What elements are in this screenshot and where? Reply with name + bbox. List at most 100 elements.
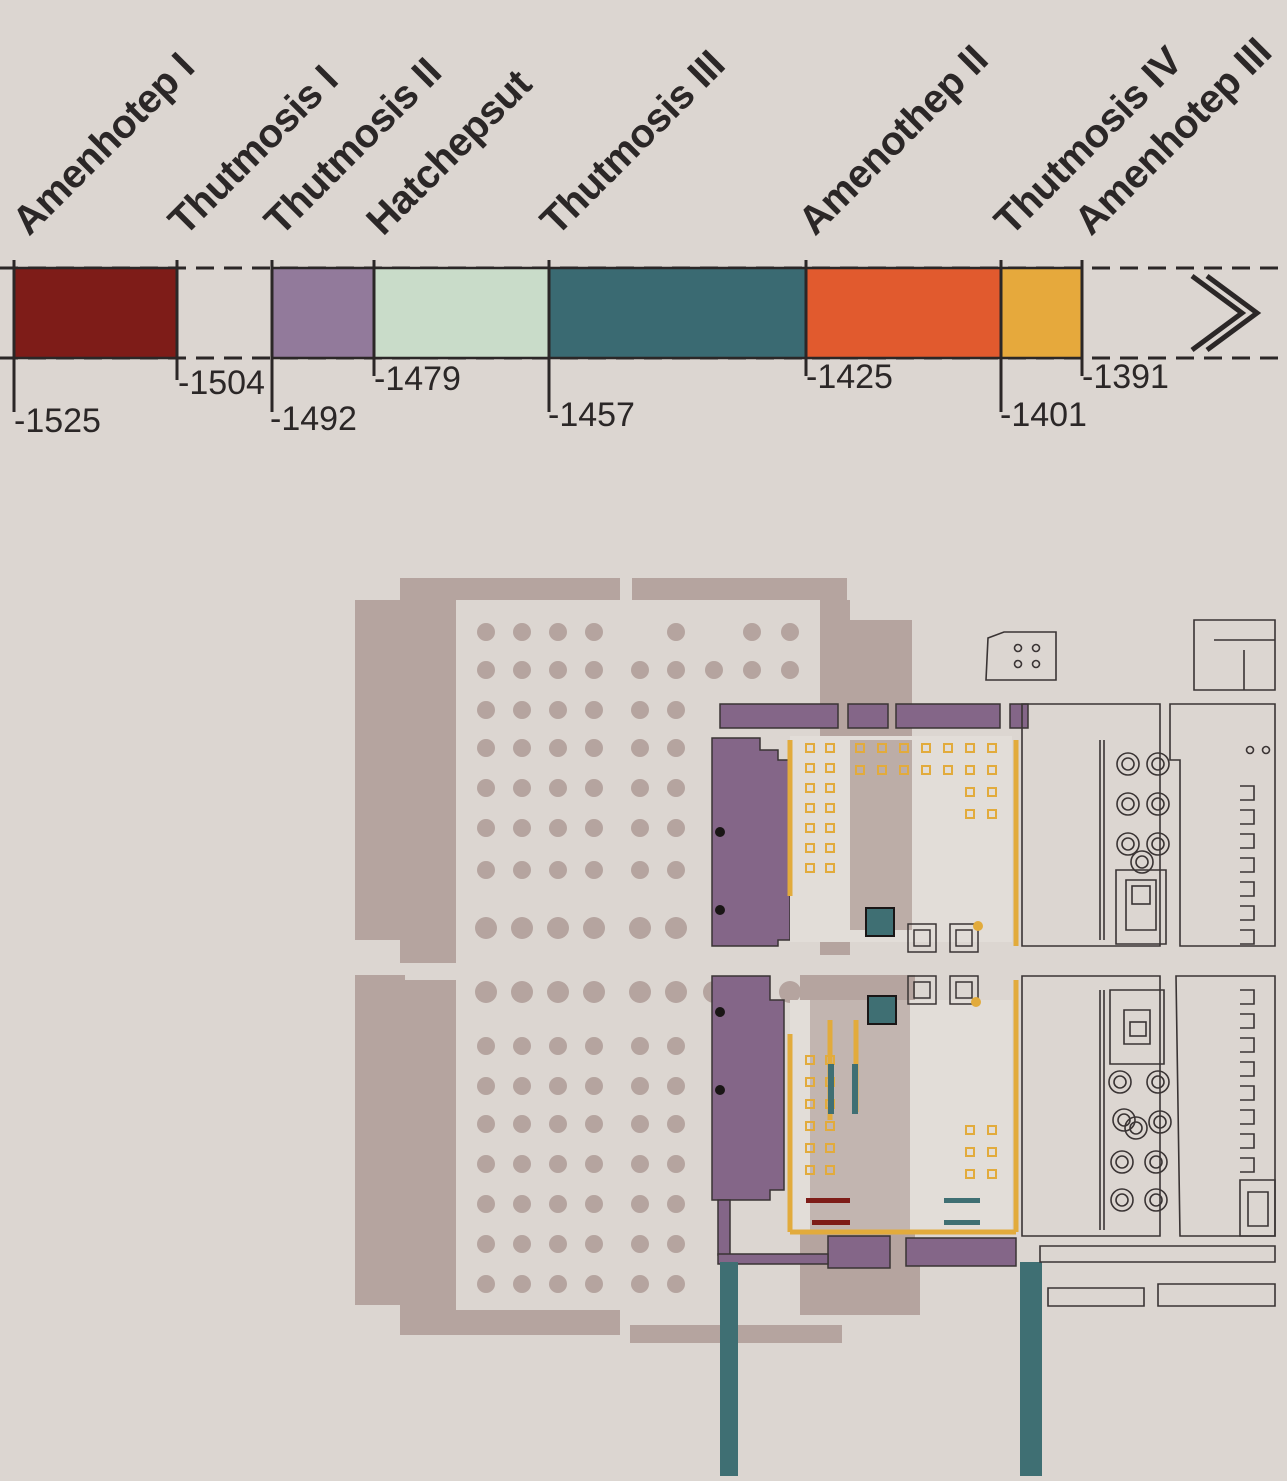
reign-start-year: -1492 xyxy=(270,400,357,438)
outline-column xyxy=(1116,752,1140,776)
pillar-base xyxy=(921,743,931,753)
pillar-base xyxy=(987,1169,997,1179)
outline-niche xyxy=(1240,1013,1255,1029)
outline-column-core xyxy=(1135,855,1149,869)
column-base xyxy=(513,1195,531,1213)
pillar-base xyxy=(877,765,887,775)
pillar-base xyxy=(825,823,835,833)
outline-column xyxy=(1116,832,1140,856)
pylon-peg xyxy=(715,827,725,837)
shrine-inner xyxy=(955,929,973,947)
pillar-base xyxy=(805,803,815,813)
outline-niche xyxy=(1240,857,1255,873)
column-base xyxy=(549,779,567,797)
column-base xyxy=(629,981,651,1003)
outline-shrine-core xyxy=(1129,1021,1147,1037)
outline-small-column xyxy=(1013,643,1023,653)
column-base xyxy=(667,1275,685,1293)
column-base xyxy=(631,1235,649,1253)
column-base xyxy=(631,1195,649,1213)
outline-column xyxy=(1146,792,1170,816)
column-base xyxy=(667,1115,685,1133)
outline-niche xyxy=(1240,1037,1255,1053)
column-base xyxy=(631,1115,649,1133)
column-base xyxy=(549,623,567,641)
reign-start-year: -1425 xyxy=(806,358,893,396)
purple-south-wall xyxy=(905,1237,1017,1267)
reign-start-year: -1504 xyxy=(178,364,265,402)
pillar-base xyxy=(943,765,953,775)
reign-segment-thutmosis-iii xyxy=(549,268,806,358)
reign-start-year: -1525 xyxy=(14,402,101,440)
pillar-base xyxy=(855,743,865,753)
column-base xyxy=(477,819,495,837)
pillar-base xyxy=(965,743,975,753)
outline-hall-north xyxy=(1021,703,1161,947)
pillar-base xyxy=(855,765,865,775)
outline-column-core xyxy=(1115,1155,1129,1169)
pillar-base xyxy=(987,765,997,775)
shrine-inner xyxy=(955,981,973,999)
outline-south-blocks xyxy=(1047,1283,1276,1307)
teal-shrine xyxy=(865,907,895,937)
column-base xyxy=(549,1235,567,1253)
pillar-base xyxy=(825,803,835,813)
reign-start-year: -1391 xyxy=(1082,358,1169,396)
column-base xyxy=(477,739,495,757)
thutmosis-iii-structures xyxy=(720,907,1042,1476)
column-base xyxy=(667,739,685,757)
outline-column-core xyxy=(1117,1113,1131,1127)
pillar-base xyxy=(987,787,997,797)
column-base xyxy=(513,739,531,757)
pillar-base xyxy=(825,843,835,853)
outline-column xyxy=(1112,1108,1136,1132)
column-base xyxy=(549,701,567,719)
orange-marker xyxy=(971,997,981,1007)
column-base xyxy=(781,661,799,679)
pillar-base xyxy=(877,743,887,753)
column-base xyxy=(475,981,497,1003)
column-base xyxy=(585,1037,603,1055)
pillar-base xyxy=(965,787,975,797)
outline-hall-east xyxy=(1175,975,1276,1237)
double-chevron-right-icon xyxy=(1190,273,1262,353)
column-base xyxy=(585,819,603,837)
outline-column-core xyxy=(1149,1155,1163,1169)
outline-column-core xyxy=(1149,1193,1163,1207)
column-base xyxy=(513,1235,531,1253)
outline-column xyxy=(1146,1070,1170,1094)
pillar-base xyxy=(805,823,815,833)
outline-small-column xyxy=(1245,745,1255,755)
column-base xyxy=(477,779,495,797)
pillar-base xyxy=(805,743,815,753)
pillar-base xyxy=(805,783,815,793)
column-base xyxy=(549,1195,567,1213)
column-base xyxy=(477,1077,495,1095)
pillar-base xyxy=(805,1165,815,1175)
column-base xyxy=(513,1115,531,1133)
teal-bench xyxy=(944,1198,980,1203)
column-base xyxy=(585,1195,603,1213)
outline-niche xyxy=(1240,929,1255,945)
column-base xyxy=(549,739,567,757)
outline-column-core xyxy=(1129,1121,1143,1135)
pillar-base xyxy=(987,809,997,819)
court-block xyxy=(850,740,912,930)
shrine-inner xyxy=(913,981,931,999)
pylon-peg xyxy=(715,1085,725,1095)
outline-east-shrine xyxy=(1239,1179,1276,1237)
outline-niche xyxy=(1240,905,1255,921)
purple-south-wall xyxy=(717,1253,829,1265)
pillar-base xyxy=(825,1165,835,1175)
column-base xyxy=(743,661,761,679)
column-base xyxy=(665,981,687,1003)
amenhotep-i-structures xyxy=(806,1198,850,1225)
pillar-base xyxy=(921,765,931,775)
purple-north-wall xyxy=(895,703,1001,729)
outline-column xyxy=(1148,1110,1172,1134)
hall-north-wall xyxy=(632,578,847,600)
reign-segment-amenhotep-i xyxy=(14,268,177,358)
column-base xyxy=(513,861,531,879)
column-base xyxy=(667,1155,685,1173)
